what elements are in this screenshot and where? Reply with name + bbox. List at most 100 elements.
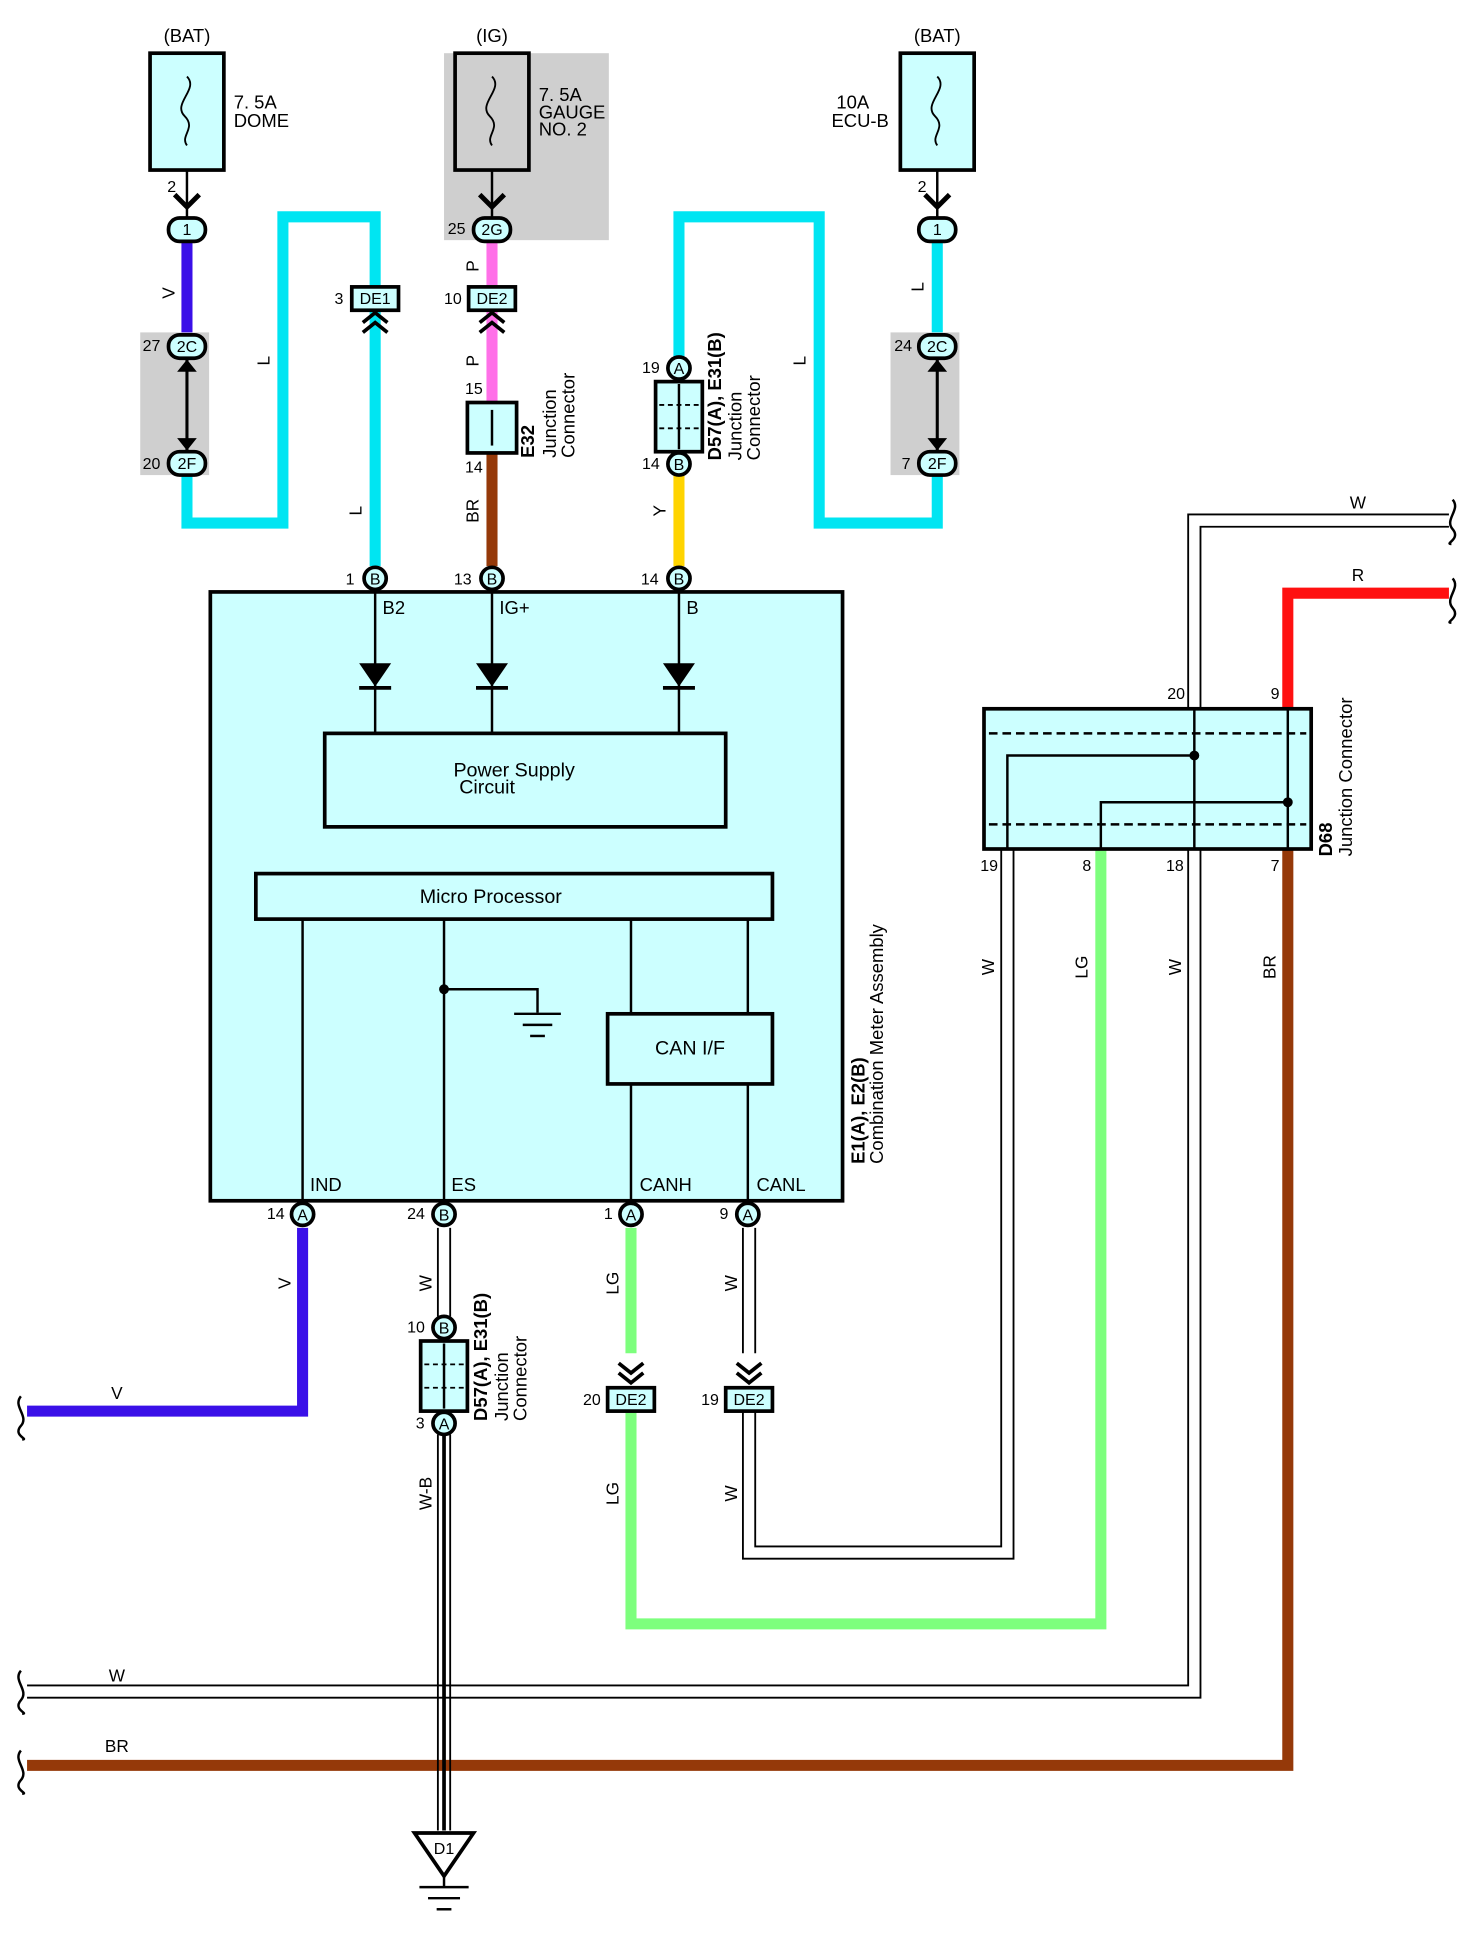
wire-l-left-loop	[181, 211, 381, 567]
conn-d57-top-pin-top: 19	[642, 360, 660, 377]
meter-pin-canl-label: CANL	[756, 1174, 805, 1195]
fuse-dome-name: DOME	[234, 110, 289, 131]
svg-text:2C: 2C	[927, 339, 947, 356]
svg-text:B: B	[439, 1207, 450, 1224]
svg-text:W: W	[1165, 958, 1185, 975]
fuse-ecub-source: (BAT)	[914, 25, 961, 46]
svg-text:2C: 2C	[177, 339, 197, 356]
right-jb-top-pin: 24	[894, 338, 912, 355]
meter-pin-canl: A	[734, 1201, 761, 1228]
conn-e32-line2: Connector	[557, 373, 578, 458]
svg-text:2F: 2F	[928, 456, 947, 473]
conn-d68-pin-18: 18	[1166, 858, 1184, 875]
svg-text:A: A	[439, 1417, 450, 1434]
meter-pin-ind: A	[289, 1201, 316, 1228]
meter-pin-ig: B	[479, 565, 505, 592]
meter-pin-canl-num: 9	[720, 1206, 729, 1223]
conn-e32	[465, 400, 519, 455]
fuse-gauge-name2: NO. 2	[539, 119, 587, 140]
conn-e32-pin-bot: 14	[465, 460, 483, 477]
svg-text:1: 1	[933, 222, 942, 239]
gauge-fuse-jb-shade	[444, 53, 609, 241]
conn-d68-id: D68	[1315, 823, 1336, 857]
conn-d68-pin-19: 19	[980, 858, 998, 875]
svg-text:V: V	[159, 287, 179, 299]
combination-meter	[208, 590, 845, 1203]
svg-text:DE2: DE2	[476, 291, 507, 308]
can-if-label: CAN I/F	[655, 1037, 725, 1059]
meter-pin-ind-num: 14	[267, 1206, 285, 1223]
svg-text:L: L	[346, 506, 366, 516]
fuse-gauge-rating: 7. 5A	[539, 84, 583, 105]
ground-d1: D1	[411, 1831, 478, 1911]
svg-text:A: A	[297, 1207, 308, 1224]
fuse-gauge	[453, 51, 531, 217]
white-wires	[27, 513, 1449, 1831]
conn-d57-bot: B A	[418, 1314, 470, 1437]
conn-d68-line1: Junction Connector	[1335, 698, 1356, 857]
svg-text:W: W	[978, 958, 998, 975]
conn-de2-canh: DE2	[605, 1361, 657, 1413]
conn-d57-bot-line2: Connector	[509, 1336, 530, 1421]
break-symbols	[17, 498, 1457, 1795]
conn-de2-canh-pin: 20	[583, 1392, 601, 1409]
svg-text:B: B	[439, 1321, 450, 1338]
conn-d68-pin-9: 9	[1271, 686, 1280, 703]
svg-text:L: L	[253, 356, 273, 366]
meter-pin-b: B	[666, 565, 692, 592]
left-jb: 2C 2F	[166, 333, 208, 477]
fuse-dome-conn: 1	[166, 216, 208, 244]
conn-d57-bot-id: D57(A), E31(B)	[470, 1293, 491, 1421]
meter-pin-ig-label: IG+	[499, 597, 529, 618]
conn-d57-bot-line1: Junction	[491, 1352, 512, 1421]
fuse-dome	[148, 51, 226, 217]
wire-labels: V L L P P BR Y L L W R W LG W BR V V W L…	[105, 260, 1367, 1756]
svg-text:P: P	[462, 260, 482, 271]
svg-text:2G: 2G	[481, 222, 502, 239]
svg-text:V: V	[274, 1277, 294, 1289]
conn-d68-pin-20: 20	[1167, 686, 1185, 703]
meter-pin-es-label: ES	[451, 1174, 476, 1195]
svg-text:DE2: DE2	[734, 1392, 765, 1409]
svg-text:A: A	[674, 361, 685, 378]
svg-text:A: A	[626, 1207, 637, 1224]
svg-text:W: W	[1350, 492, 1367, 512]
fuse-ecub-pin: 2	[918, 179, 927, 196]
conn-d68-pin-8: 8	[1082, 858, 1091, 875]
right-jb-bot-pin: 7	[902, 456, 911, 473]
conn-d57-top-line1: Junction	[725, 392, 746, 461]
svg-text:LG: LG	[1071, 956, 1091, 979]
fuse-dome-pin: 2	[167, 179, 176, 196]
left-jb-top-pin: 27	[143, 338, 161, 355]
svg-text:L: L	[908, 282, 928, 292]
conn-d57-top-pin-bot: 14	[642, 456, 660, 473]
fuse-ecub-name: ECU-B	[831, 110, 888, 131]
svg-text:B: B	[674, 457, 685, 474]
power-supply-line1: Power Supply	[453, 759, 575, 781]
svg-text:V: V	[111, 1383, 123, 1403]
svg-text:BR: BR	[462, 499, 482, 523]
svg-text:B: B	[674, 572, 685, 589]
conn-de2-top-pin: 10	[444, 291, 462, 308]
svg-text:W: W	[416, 1274, 436, 1291]
fuse-dome-rating: 7. 5A	[234, 92, 278, 113]
svg-text:B: B	[370, 572, 381, 589]
diode-b2	[359, 663, 392, 687]
fuse-gauge-name1: GAUGE	[539, 101, 606, 122]
conn-d57-top: A B	[653, 355, 705, 477]
meter-pin-b-label: B	[686, 597, 698, 618]
fuse-ecub-rating: 10A	[836, 92, 870, 113]
conn-d57-top-id: D57(A), E31(B)	[704, 332, 725, 460]
conn-d57-bot-pin-bot: 3	[416, 1415, 425, 1432]
meter-pin-ind-label: IND	[310, 1174, 342, 1195]
svg-text:W-B: W-B	[416, 1477, 436, 1510]
meter-pin-ig-num: 13	[454, 572, 472, 589]
svg-text:L: L	[790, 356, 810, 366]
meter-pin-canh-label: CANH	[640, 1174, 692, 1195]
meter-pin-es-num: 24	[407, 1206, 425, 1223]
svg-text:B: B	[487, 572, 498, 589]
svg-text:LG: LG	[603, 1272, 623, 1295]
svg-text:D1: D1	[434, 1841, 455, 1858]
fuse-gauge-source: (IG)	[476, 25, 508, 46]
